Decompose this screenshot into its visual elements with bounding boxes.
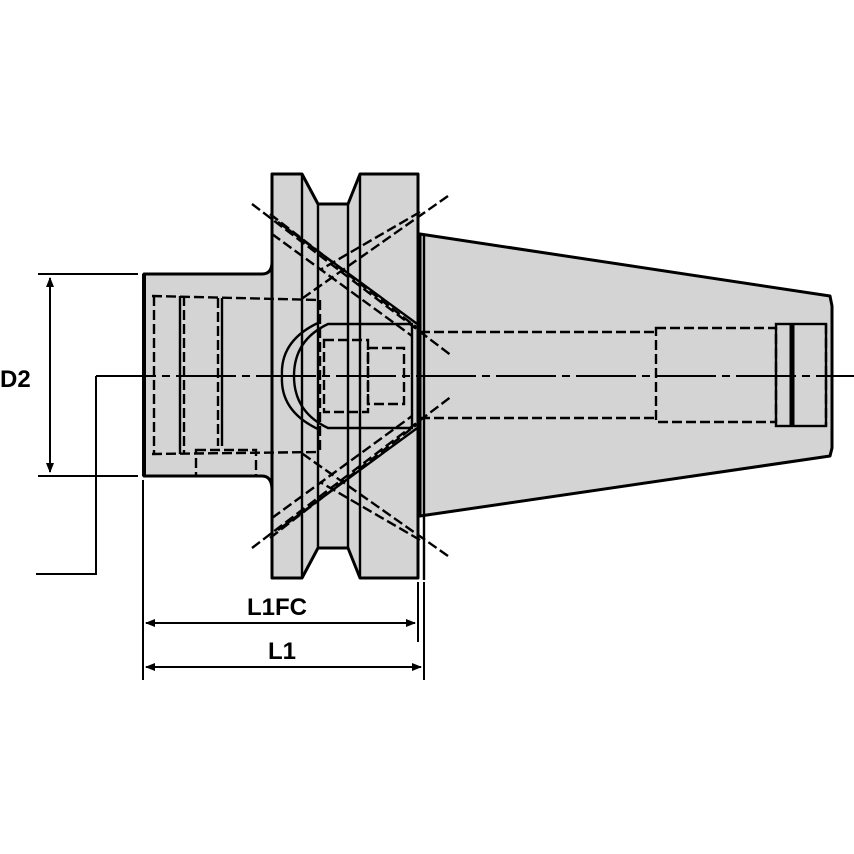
dimension-d2 [36,273,138,575]
l1fc-label: L1FC [247,594,307,621]
d2-label: D2 [0,366,31,393]
l1-label: L1 [268,638,297,665]
dimension-l1 [142,480,425,680]
